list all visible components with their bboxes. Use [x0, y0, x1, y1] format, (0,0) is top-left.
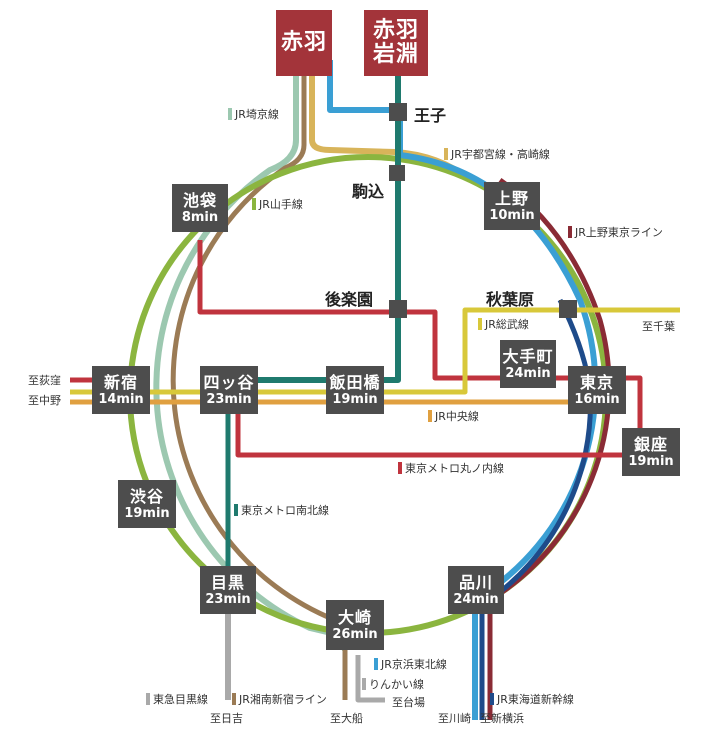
label-shonan: JR湘南新宿ライン [232, 691, 327, 707]
line-keihin [327, 60, 599, 720]
label-sobu: JR総武線 [478, 316, 529, 332]
dir-odaiba: 至台場 [392, 696, 425, 709]
station-akabane: 赤羽 [276, 10, 332, 76]
swatch-sobu [478, 318, 482, 330]
station-akabane-iwabuchi: 赤羽 岩淵 [364, 10, 428, 76]
dir-hiyoshi: 至日吉 [210, 712, 243, 725]
station-komagome: 駒込 [352, 182, 385, 201]
line-ueno-tokyo [487, 177, 612, 720]
station-ikebukuro: 池袋 8min [172, 184, 228, 232]
station-ueno: 上野 10min [484, 182, 540, 230]
swatch-marunouchi [398, 462, 402, 474]
label-keihin: JR京浜東北線 [374, 656, 447, 672]
swatch-chuo [428, 410, 432, 422]
swatch-ueno-tokyo [568, 226, 572, 238]
station-shibuya: 渋谷 19min [118, 480, 176, 528]
oji-node [389, 103, 407, 121]
korakuen-node [389, 300, 407, 318]
swatch-shonan [232, 693, 236, 705]
swatch-yamanote [252, 198, 256, 210]
station-korakuen: 後楽園 [325, 290, 374, 309]
swatch-namboku [234, 504, 238, 516]
station-yotsuya: 四ッ谷 23min [200, 366, 258, 414]
label-ueno-tokyo: JR上野東京ライン [568, 224, 663, 240]
swatch-shinkansen [490, 693, 494, 705]
station-akabane-name: 赤羽 [280, 30, 327, 55]
dir-ogikubo: 至荻窪 [28, 374, 61, 387]
dir-nakano: 至中野 [28, 394, 61, 407]
swatch-keihin [374, 658, 378, 670]
line-shinkansen [479, 298, 593, 720]
dir-chiba: 至千葉 [642, 320, 675, 333]
label-yamanote: JR山手線 [252, 196, 303, 212]
label-chuo: JR中央線 [428, 408, 479, 424]
swatch-rinkai [362, 678, 366, 690]
label-rinkai: りんかい線 [362, 676, 424, 692]
station-akabane-iwabuchi-line1: 赤羽 [372, 18, 419, 43]
station-tokyo: 東京 16min [568, 366, 626, 414]
dir-shin-yokohama: 至新横浜 [480, 712, 524, 725]
label-utsunomiya: JR宇都宮線・高崎線 [444, 146, 550, 162]
line-shonan [170, 60, 348, 700]
komagome-node [389, 165, 405, 181]
dir-ofuna: 至大船 [330, 712, 363, 725]
station-shinagawa: 品川 24min [448, 566, 504, 614]
station-oji: 王子 [414, 106, 447, 125]
station-meguro: 目黒 23min [200, 566, 256, 614]
label-shinkansen: JR東海道新幹線 [490, 691, 574, 707]
swatch-utsunomiya [444, 148, 448, 160]
label-marunouchi: 東京メトロ丸ノ内線 [398, 460, 504, 476]
dir-kawasaki: 至川崎 [438, 712, 471, 725]
label-namboku: 東京メトロ南北線 [234, 502, 329, 518]
station-otemachi: 大手町 24min [500, 340, 556, 388]
line-rinkai [355, 655, 385, 703]
station-osaki: 大崎 26min [326, 600, 384, 650]
station-akabane-iwabuchi-line2: 岩淵 [372, 42, 419, 67]
swatch-tokyu [146, 693, 150, 705]
label-tokyu: 東急目黒線 [146, 691, 208, 707]
akihabara-node [559, 300, 577, 318]
station-iidabashi: 飯田橋 19min [326, 366, 384, 414]
station-akihabara: 秋葉原 [486, 290, 535, 309]
swatch-saikyo [228, 108, 232, 120]
station-ginza: 銀座 19min [622, 428, 680, 476]
station-shinjuku: 新宿 14min [92, 366, 150, 414]
label-saikyo: JR埼京線 [228, 106, 279, 122]
